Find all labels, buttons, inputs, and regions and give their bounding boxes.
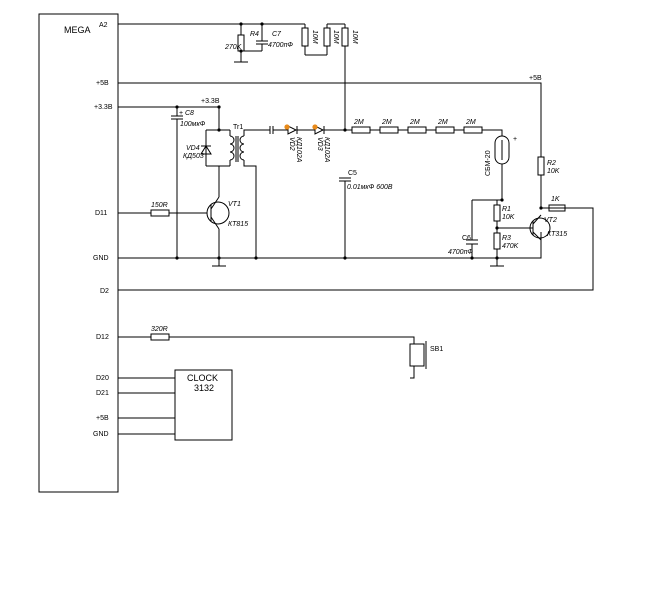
c8-plus: + <box>179 110 183 117</box>
sb1-button <box>409 341 427 369</box>
r150-resistor <box>150 209 170 217</box>
c6-value: 4700пФ <box>448 249 473 256</box>
vd2-diode <box>284 124 298 135</box>
mega-block <box>38 13 119 493</box>
c6-capacitor <box>466 239 478 245</box>
c8-ref: C8 <box>185 110 194 117</box>
r2m-resistor-4 <box>435 126 455 134</box>
r2m-resistor-5 <box>463 126 483 134</box>
r4-value: 270K <box>224 44 242 51</box>
r10m-resistor-2 <box>323 27 331 47</box>
vt2-ref: VT2 <box>544 217 557 224</box>
pin-d11-label: D11 <box>95 210 107 217</box>
vt1-ref: VT1 <box>228 201 241 208</box>
r3-value: 470K <box>502 243 519 250</box>
vd4-value: КД503 <box>183 153 204 160</box>
vd4-ref: VD4 <box>186 145 200 152</box>
r2m-value-4: 2M <box>437 119 448 126</box>
c8-capacitor <box>171 107 183 258</box>
r150-value: 150R <box>151 202 168 209</box>
r1-ref: R1 <box>502 206 511 213</box>
r2m-resistor-1 <box>351 126 371 134</box>
c5-capacitor <box>339 177 351 258</box>
vd2-ref: VD2 <box>288 137 295 151</box>
r4-ref: R4 <box>250 31 259 38</box>
pin-d20-label: D20 <box>96 375 109 382</box>
2m-chain-net <box>370 129 503 136</box>
r10m-resistor-3 <box>341 27 349 47</box>
33v-rail-label: +3.3B <box>201 98 220 105</box>
mega-label: MEGA <box>64 25 91 35</box>
r3-resistor <box>493 232 501 250</box>
vt2-transistor <box>529 214 551 241</box>
r320-value: 320R <box>151 326 168 333</box>
c7-ref: C7 <box>272 31 282 38</box>
vt1-value: КТ815 <box>228 221 248 228</box>
r10m-resistor-1 <box>301 27 309 47</box>
pin-gnd-label: GND <box>93 255 109 262</box>
c7-value: 4700пФ <box>268 42 293 49</box>
r1-value: 10K <box>502 214 515 221</box>
gm-ref: СБМ-20 <box>485 150 492 176</box>
c7-capacitor <box>256 40 268 45</box>
tr1-ref: Tr1 <box>233 124 243 131</box>
pin-5v-b-label: +5B <box>96 415 109 422</box>
sb1-ref: SB1 <box>430 346 443 353</box>
r10m-3-value: 10M <box>351 30 358 44</box>
r2m-value-3: 2M <box>409 119 420 126</box>
vd3-diode <box>312 124 325 135</box>
c8-value: 100мкФ <box>180 121 206 128</box>
hv-series-net <box>269 126 352 134</box>
c6-ref: C6 <box>462 235 471 242</box>
pin-gnd-b-label: GND <box>93 431 109 438</box>
vd4-diode <box>200 145 212 155</box>
5v-rail <box>118 82 542 157</box>
vd3-value: КД102А <box>323 137 330 163</box>
r2m-value-2: 2M <box>381 119 392 126</box>
pin-d12-label: D12 <box>96 334 109 341</box>
c5-ref: C5 <box>348 170 357 177</box>
r10m-1-value: 10M <box>311 30 318 44</box>
r2-value: 10K <box>547 168 560 175</box>
r2-resistor <box>537 156 545 176</box>
vt1-transistor <box>206 196 230 266</box>
r1-resistor <box>493 204 501 222</box>
pin-d2-label: D2 <box>100 288 109 295</box>
r4-resistor <box>237 34 245 52</box>
clock-module <box>174 369 233 441</box>
r2m-resistor-2 <box>379 126 399 134</box>
d12-net <box>118 336 415 379</box>
r3-ref: R3 <box>502 235 511 242</box>
clock-model: 3132 <box>194 383 214 393</box>
c5-value: 0.01мкФ 600В <box>347 184 393 191</box>
pin-d21-label: D21 <box>96 390 109 397</box>
r2m-value-1: 2M <box>353 119 364 126</box>
clock-label: CLOCK <box>187 373 218 383</box>
5v-rail-label: +5B <box>529 75 542 82</box>
vt2-value: КТ315 <box>547 231 567 238</box>
tr1-transformer <box>229 129 270 258</box>
r1k-value: 1K <box>551 196 560 203</box>
vd2-value: КД102А <box>295 137 302 163</box>
vd3-ref: VD3 <box>316 137 323 151</box>
r1k-resistor <box>548 204 566 212</box>
r2m-value-5: 2M <box>465 119 476 126</box>
hv-divider-net <box>304 23 346 130</box>
vd4-tr1-net <box>205 128 231 197</box>
gm-tube <box>494 135 510 202</box>
pin-33v-label: +3.3B <box>94 104 113 111</box>
r2m-resistor-3 <box>407 126 427 134</box>
r1-r3-net <box>471 199 530 266</box>
clock-connections <box>118 377 175 435</box>
r2-ref: R2 <box>547 160 556 167</box>
gnd-rail <box>118 232 542 259</box>
r320-resistor <box>150 333 170 341</box>
pin-5v-label: +5B <box>96 80 109 87</box>
gm-plus: + <box>513 136 517 143</box>
vt2-net <box>118 175 594 291</box>
pin-a2-label: A2 <box>99 22 108 29</box>
r10m-2-value: 10M <box>332 30 339 44</box>
